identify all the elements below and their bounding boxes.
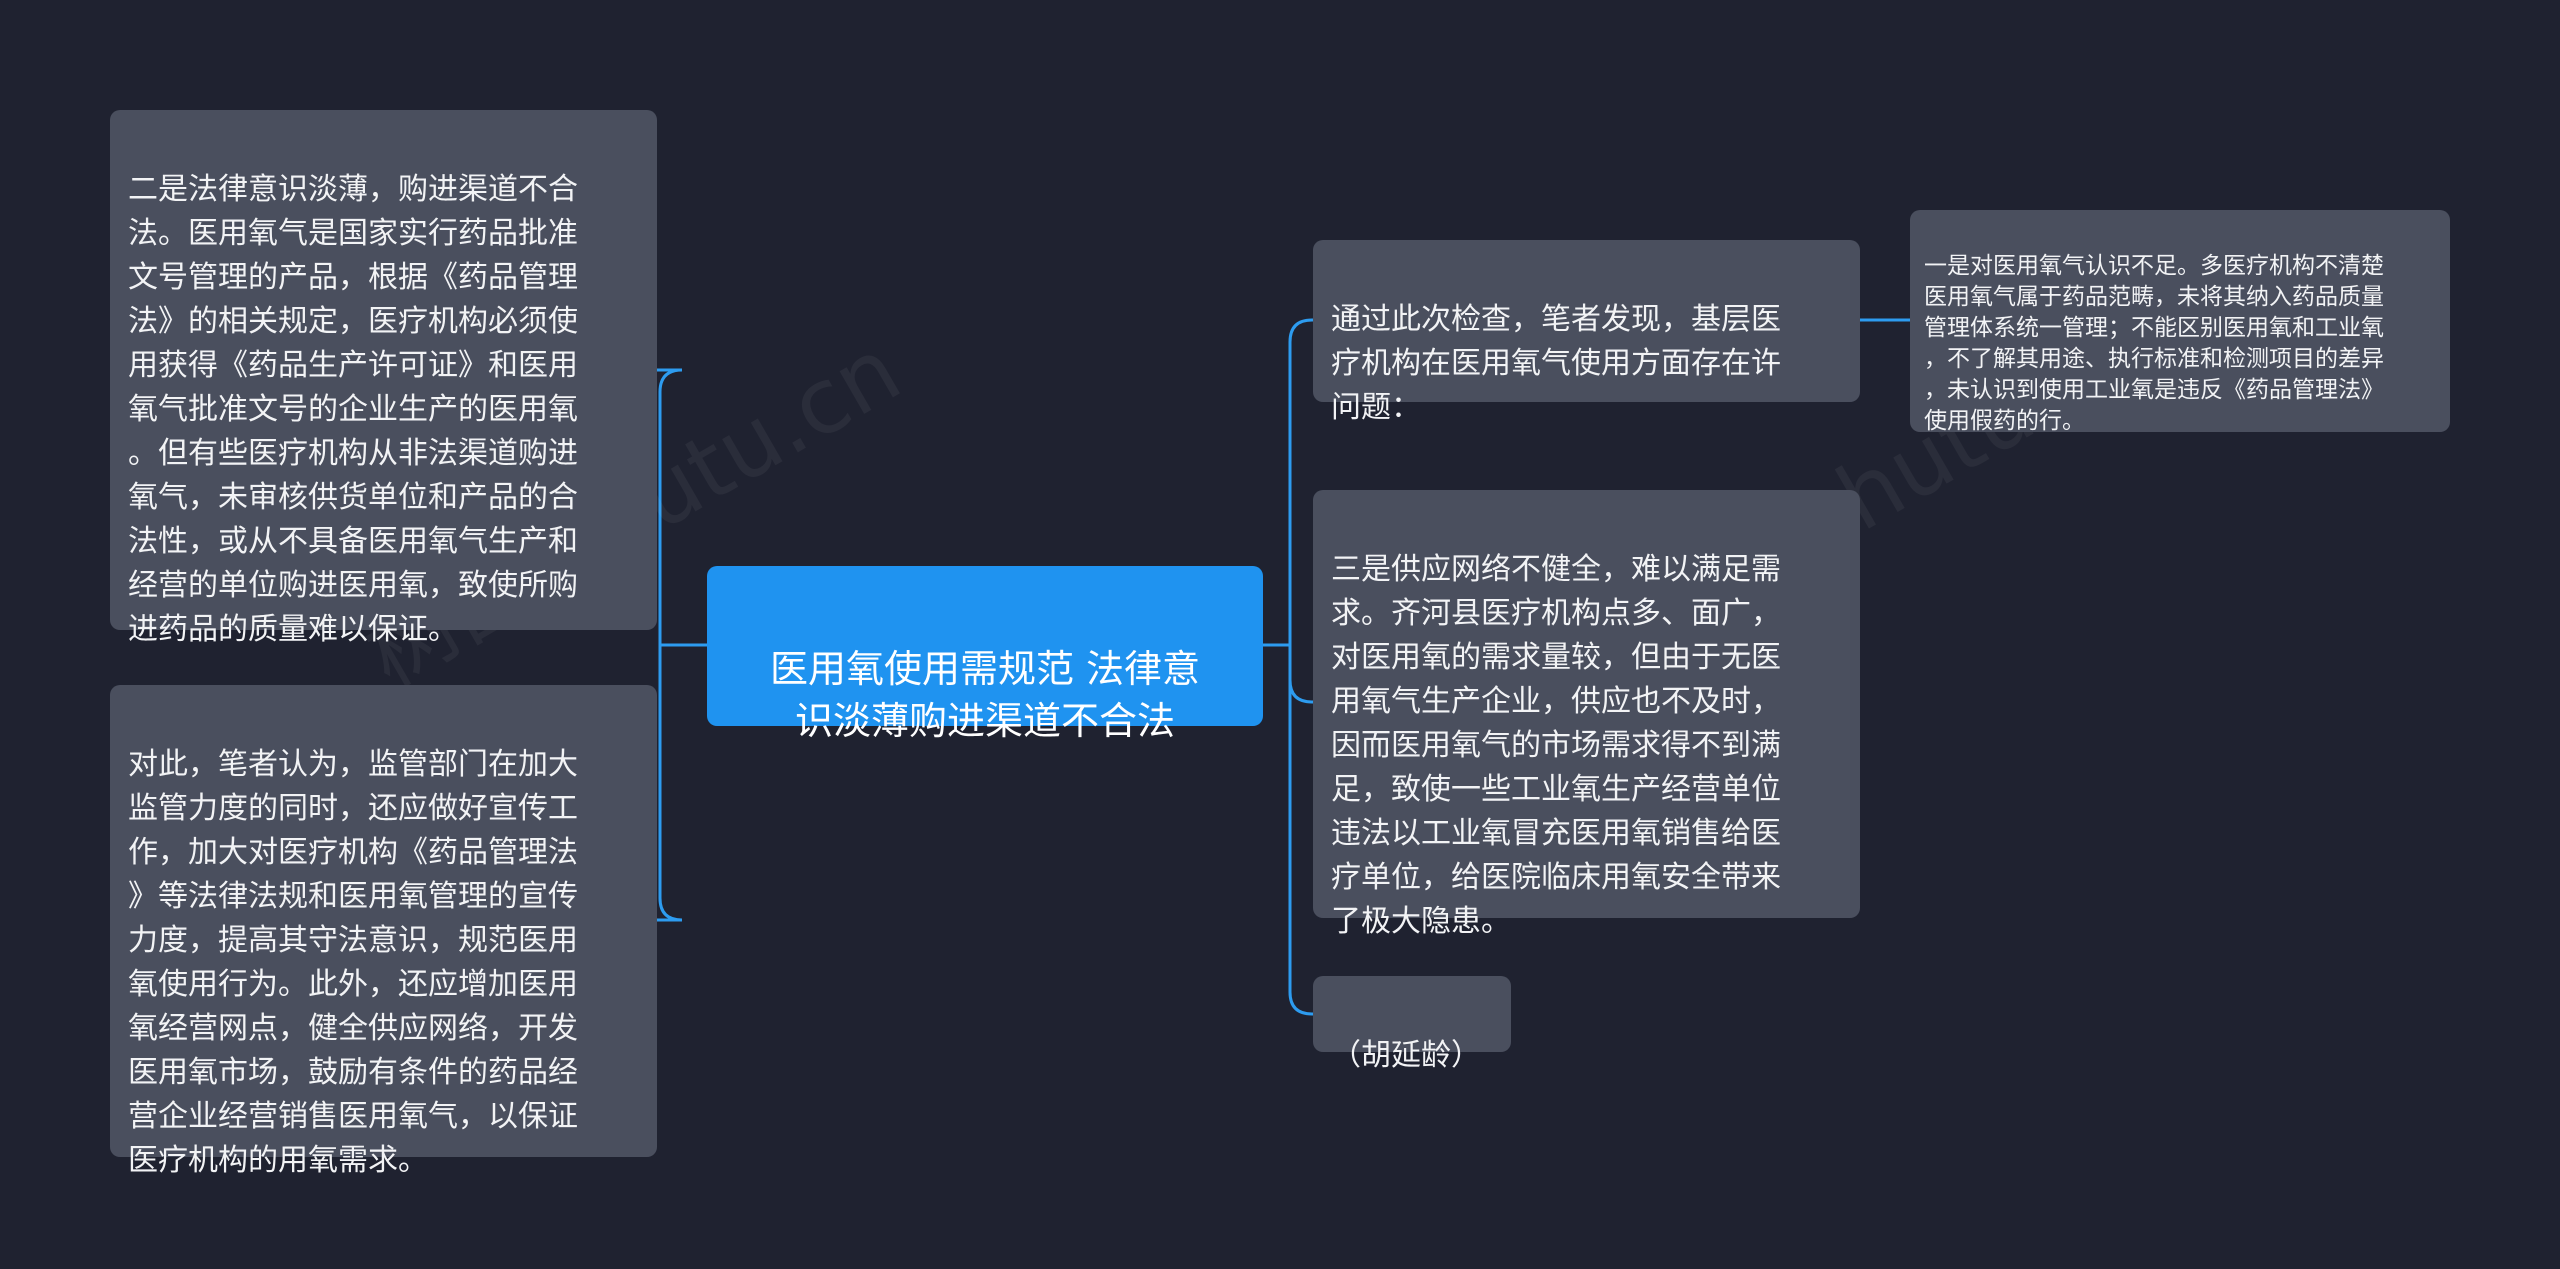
root-node-text: 医用氧使用需规范 法律意 识淡薄购进渠道不合法 <box>769 647 1201 743</box>
connector-root-left-1 <box>657 368 707 647</box>
left-node-2-text: 对此，笔者认为，监管部门在加大 监管力度的同时，还应做好宣传工 作，加大对医疗机… <box>128 747 578 1178</box>
right-node-1-text: 通过此次检查，笔者发现，基层医 疗机构在医用氧气使用方面存在许 问题： <box>1331 302 1781 425</box>
connector-root-right-2 <box>1263 643 1313 704</box>
right-node-1-child-text: 一是对医用氧气认识不足。多医疗机构不清楚 医用氧气属于药品范畴，未将其纳入药品质… <box>1924 253 2384 434</box>
right-node-1-child[interactable]: 一是对医用氧气认识不足。多医疗机构不清楚 医用氧气属于药品范畴，未将其纳入药品质… <box>1910 210 2450 434</box>
right-node-2[interactable]: 三是供应网络不健全，难以满足需 求。齐河县医疗机构点多、面广， 对医用氧的需求量… <box>1313 490 1860 939</box>
right-node-1[interactable]: 通过此次检查，笔者发现，基层医 疗机构在医用氧气使用方面存在许 问题： <box>1313 240 1860 425</box>
right-node-3-text: （胡延龄） <box>1331 1038 1481 1073</box>
left-node-2[interactable]: 对此，笔者认为，监管部门在加大 监管力度的同时，还应做好宣传工 作，加大对医疗机… <box>110 685 657 1178</box>
connector-root-left-2 <box>657 643 707 922</box>
left-node-1-text: 二是法律意识淡薄，购进渠道不合 法。医用氧气是国家实行药品批准 文号管理的产品，… <box>128 172 578 647</box>
connector-root-right-3 <box>1263 643 1313 1016</box>
right-node-3[interactable]: （胡延龄） <box>1313 976 1511 1073</box>
connector-root-right-1 <box>1263 318 1313 647</box>
root-node[interactable]: 医用氧使用需规范 法律意 识淡薄购进渠道不合法 <box>707 566 1263 743</box>
right-node-2-text: 三是供应网络不健全，难以满足需 求。齐河县医疗机构点多、面广， 对医用氧的需求量… <box>1331 552 1781 939</box>
left-node-1[interactable]: 二是法律意识淡薄，购进渠道不合 法。医用氧气是国家实行药品批准 文号管理的产品，… <box>110 110 657 647</box>
